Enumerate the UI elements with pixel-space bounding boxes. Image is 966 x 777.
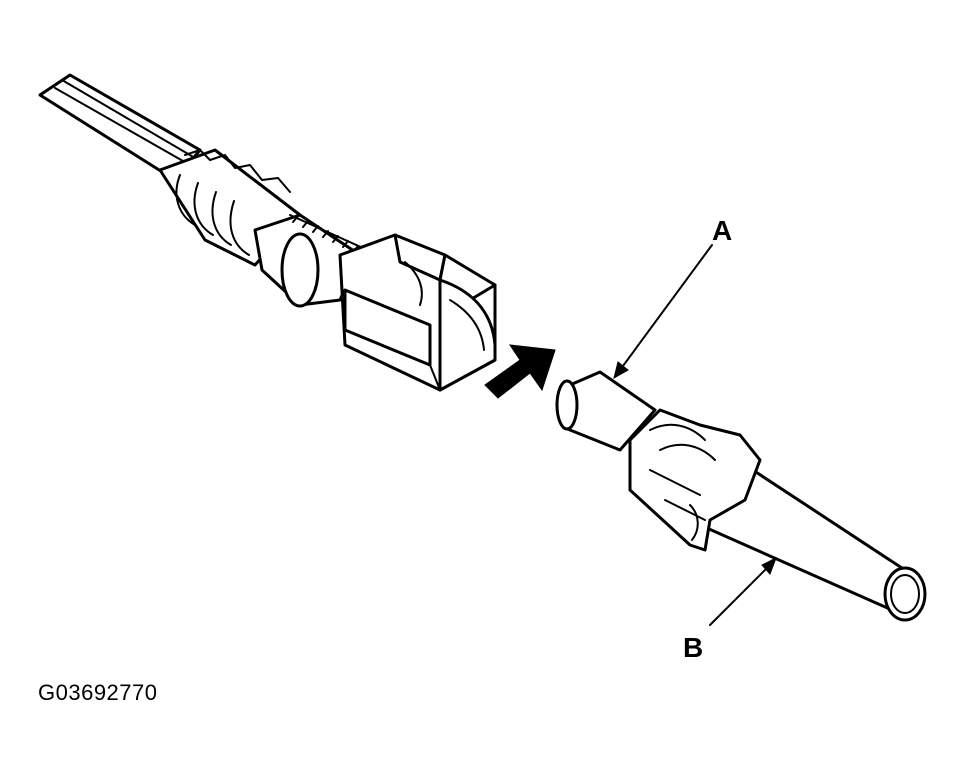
- callout-b: B: [683, 556, 777, 663]
- insertion-direction-arrow: [484, 344, 556, 399]
- callout-a: A: [613, 215, 732, 380]
- wire-with-pin: [555, 370, 927, 622]
- figure-code: G03692770: [38, 680, 158, 705]
- callout-label-b: B: [683, 632, 703, 663]
- connector-terminal: [38, 73, 497, 392]
- callout-label-a: A: [712, 215, 732, 246]
